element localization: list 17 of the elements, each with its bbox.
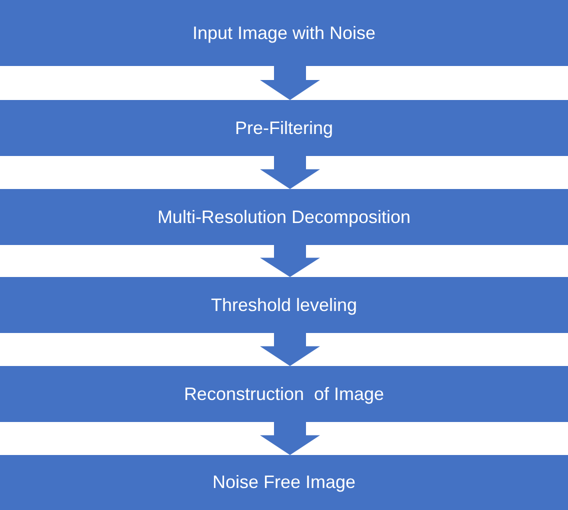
process-box	[0, 366, 568, 422]
step-label: Threshold leveling	[210, 294, 358, 316]
step-label: Noise Free Image	[212, 472, 356, 493]
process-box	[0, 455, 568, 510]
step-label: Multi-Resolution Decomposition	[157, 206, 411, 228]
block-arrow	[260, 333, 320, 366]
block-arrow	[260, 422, 320, 455]
block-arrow	[260, 156, 320, 189]
block-arrow	[260, 245, 320, 277]
process-box	[0, 100, 568, 156]
block-arrow	[260, 66, 320, 100]
process-box	[0, 189, 568, 245]
step-label: Pre-Filtering	[234, 118, 334, 138]
step-label: Reconstruction of Image	[184, 384, 384, 404]
step-label: Input Image with Noise	[192, 22, 376, 44]
process-box	[0, 277, 568, 333]
process-box	[0, 0, 568, 66]
